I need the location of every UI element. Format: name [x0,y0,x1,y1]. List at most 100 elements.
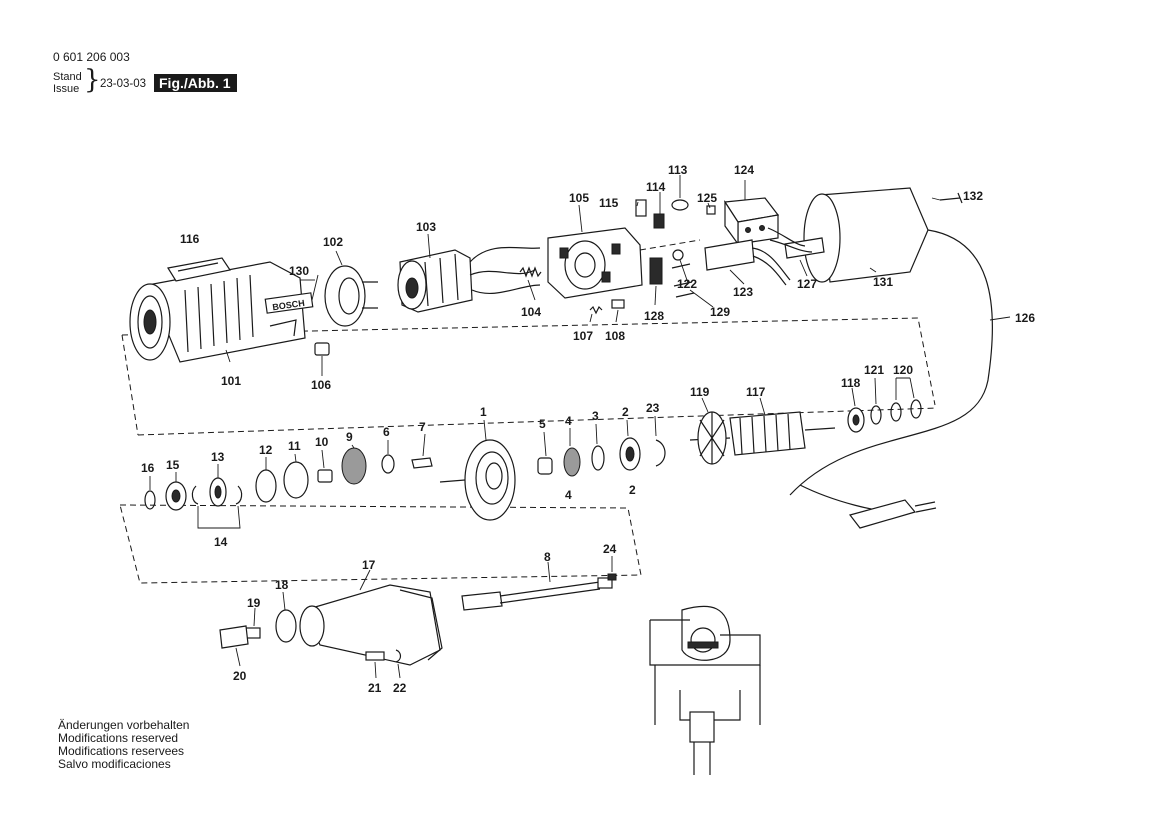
bushing-5-drawing [537,457,553,475]
field-coil-drawing [397,246,541,313]
label-21: 21 [368,681,382,695]
washer-120b-drawing [910,399,922,419]
label-3: 3 [592,409,599,423]
label-1: 1 [480,405,487,419]
bit-holder-20-drawing [219,625,249,649]
screw-108-drawing [611,299,625,309]
disclaimer-es: Salvo modificaciones [58,757,171,771]
part-labels: 116 130 102 103 105 115 114 113 124 125 … [141,163,1035,695]
label-123: 123 [733,285,753,299]
label-105: 105 [569,191,589,205]
brush-128-drawing [649,257,663,285]
spring-107-drawing [589,305,603,315]
motor-can-drawing [767,187,929,283]
label-22: 22 [393,681,407,695]
ball-24-drawing [607,573,617,581]
label-5: 5 [539,417,546,431]
label-117: 117 [746,385,766,399]
lower-alignment-frame [119,504,642,584]
upper-alignment-frame [121,317,938,436]
stand-issue-label: Stand Issue [53,71,82,95]
wiring-schematic [649,605,761,775]
disclaimer-en: Modifications reserved [58,731,179,745]
issue-date: 23-03-03 [100,78,147,90]
leader-lines [149,175,1011,679]
label-11: 11 [288,439,301,453]
label-119: 119 [690,385,710,399]
gear-9-drawing [341,447,367,485]
circlip-23-drawing [655,439,666,467]
label-6: 6 [383,425,390,439]
label-4b: 4 [565,488,572,502]
screw-122-drawing [672,249,684,261]
spindle-drawing [461,577,613,611]
label-118: 118 [841,376,861,390]
clip-114-drawing [653,213,665,229]
label-107: 107 [573,329,593,343]
label-121: 121 [864,363,884,377]
carbon-block-drawing [314,342,330,356]
cage-12-drawing [255,469,277,503]
label-2a: 2 [622,405,629,419]
motor-housing-drawing: BOSCH [129,257,314,363]
label-120: 120 [893,363,913,377]
label-131: 131 [873,275,893,289]
spring-drawing [519,266,542,278]
label-130: 130 [289,264,309,278]
gearbox-flange-drawing [439,439,516,521]
clutch-11-drawing [283,461,309,499]
label-102: 102 [323,235,343,249]
label-113: 113 [668,163,688,177]
ring-18-drawing [275,609,297,643]
washer-121-drawing [870,405,882,425]
label-24: 24 [603,542,617,556]
label-103: 103 [416,220,436,234]
fan-drawing [697,411,727,465]
label-129: 129 [710,305,730,319]
brush-holder-drawing [547,227,701,299]
brand-marking: BOSCH [272,298,306,312]
part-number: 0 601 206 003 [53,50,130,64]
disclaimer-de: Änderungen vorbehalten [58,718,190,732]
label-108: 108 [605,329,625,343]
screw-7-drawing [411,457,433,469]
washer-16-drawing [144,490,156,510]
spring-113-drawing [671,199,689,211]
stand-label: Stand [53,71,82,83]
label-127: 127 [797,277,817,291]
label-126: 126 [1015,311,1035,325]
label-8: 8 [544,550,551,564]
screw-21-drawing [365,651,385,661]
plug-drawing [848,499,937,529]
label-132: 132 [963,189,983,203]
label-122: 122 [677,277,697,291]
washer-22-drawing [395,649,402,663]
rings-14-drawing [191,485,243,505]
screw-19-drawing [245,627,261,639]
figure-badge: Fig./Abb. 1 [154,74,237,92]
label-124: 124 [734,163,754,177]
disclaimer-fr: Modifications reservees [58,744,185,758]
screws-129-drawing [671,263,695,298]
issue-label: Issue [53,83,80,95]
label-18: 18 [275,578,289,592]
pin-10-drawing [317,469,333,483]
label-12: 12 [259,443,273,457]
screw-125-drawing [706,205,716,215]
terminal-115-drawing [635,199,647,217]
capacitor-drawing [704,239,791,286]
disclaimer-block: Änderungen vorbehalten Modifications res… [58,719,189,771]
label-17: 17 [362,558,376,572]
switch-block-drawing [723,197,780,246]
label-13: 13 [211,450,225,464]
ring-flange-drawing [324,265,378,327]
label-4a: 4 [565,414,572,428]
label-116: 116 [180,232,200,246]
washer-6-drawing [381,454,395,474]
gear-4-drawing [563,447,581,477]
label-104: 104 [521,305,541,319]
label-20: 20 [233,669,247,683]
label-23: 23 [646,401,660,415]
